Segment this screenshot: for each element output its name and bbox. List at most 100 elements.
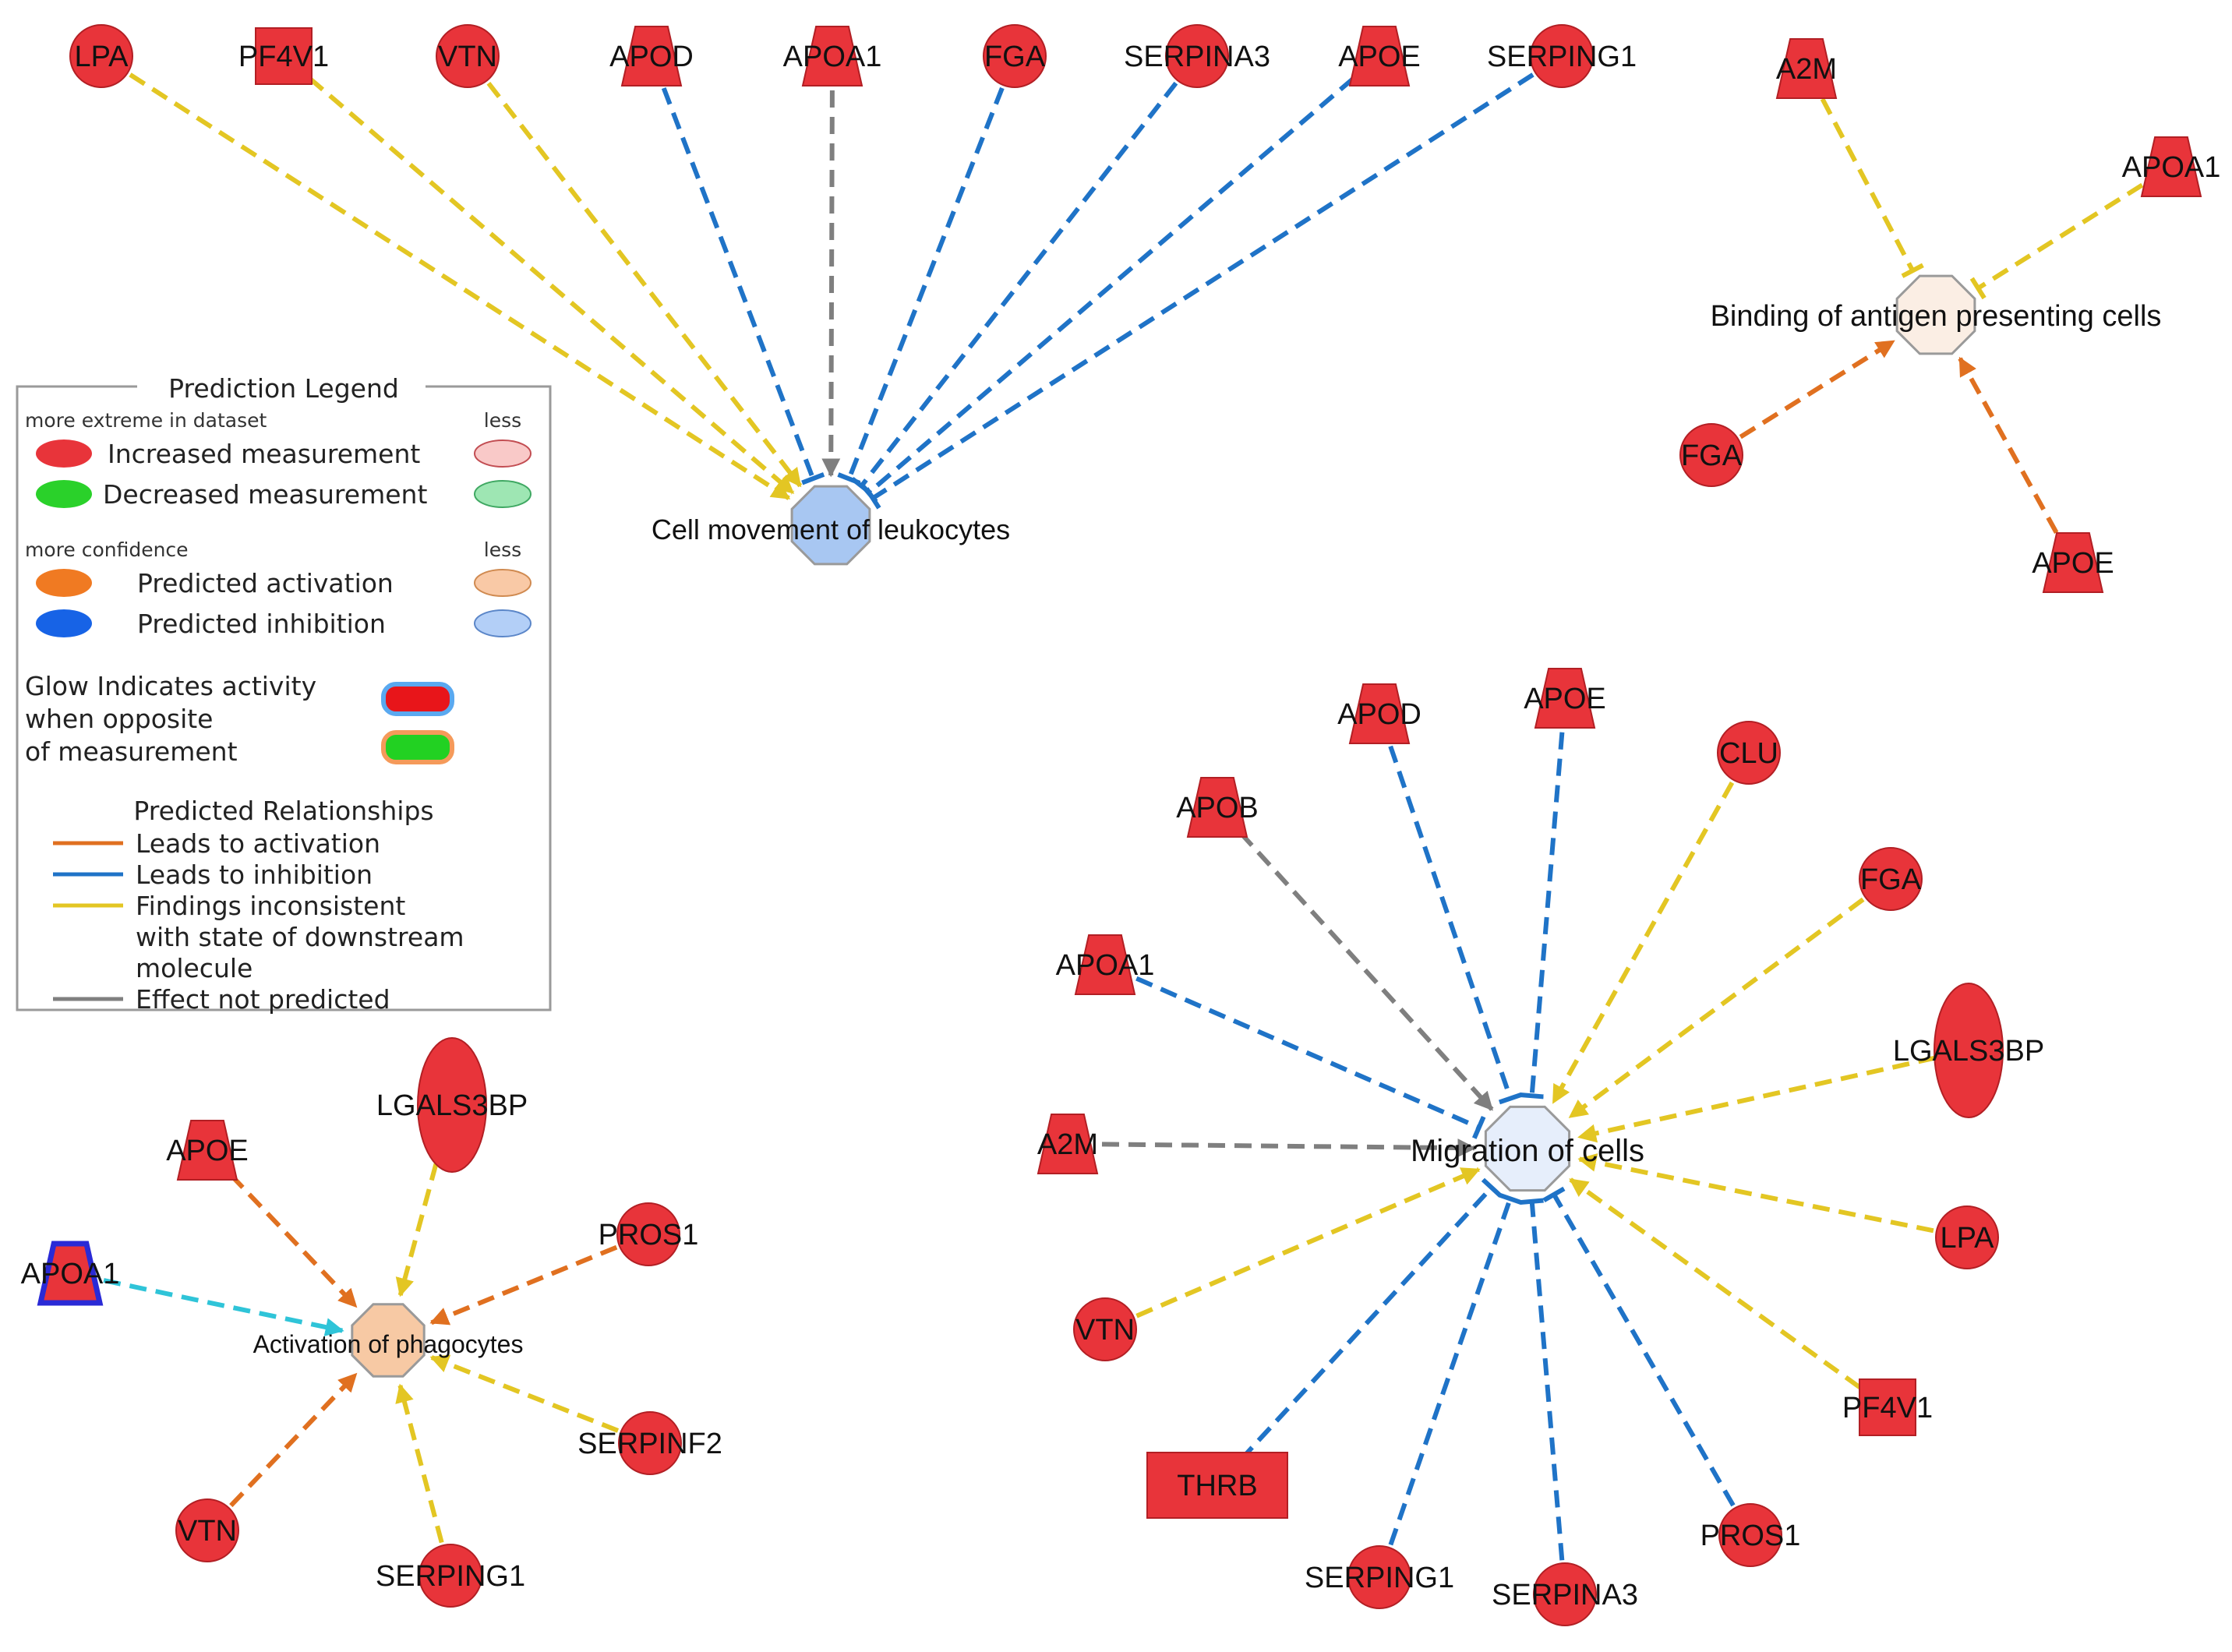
ellipse-node-shape[interactable] xyxy=(417,1037,487,1173)
edge-a2m-to-migration[interactable] xyxy=(1101,1138,1477,1158)
ellipse-node-shape[interactable] xyxy=(1934,983,2004,1118)
edge-apoe-to-cell-movement[interactable] xyxy=(859,76,1355,503)
node-apob-migration[interactable]: APOB xyxy=(1176,777,1259,838)
edge-apoa1-to-cell-movement[interactable] xyxy=(821,90,841,478)
trapezoid-node-shape[interactable] xyxy=(801,26,863,86)
edge-clu-to-migration[interactable] xyxy=(1551,781,1735,1104)
edge-apoa1-to-binding[interactable] xyxy=(1969,182,2144,300)
node-lgals3bp-phagocytes[interactable]: LGALS3BP xyxy=(376,1037,528,1173)
node-apoa1-phagocytes[interactable]: APOA1 xyxy=(21,1241,120,1306)
hub-phagocytes[interactable]: Activation of phagocytes xyxy=(253,1303,524,1378)
hub-octagon-cell-movement[interactable] xyxy=(790,485,871,566)
edge-apod-to-cell-movement[interactable] xyxy=(661,87,825,485)
circle-node-shape[interactable] xyxy=(69,24,133,88)
circle-node-shape[interactable] xyxy=(1679,423,1743,487)
edge-pf4v1-to-migration[interactable] xyxy=(1569,1177,1862,1389)
node-a2m-binding[interactable]: A2M xyxy=(1775,38,1838,99)
node-vtn-cell-movement[interactable]: VTN xyxy=(436,24,500,88)
trapezoid-node-shape[interactable] xyxy=(176,1120,238,1181)
edge-thrb-to-migration[interactable] xyxy=(1238,1177,1502,1462)
circle-node-shape[interactable] xyxy=(1165,24,1229,88)
circle-node-shape[interactable] xyxy=(618,1411,682,1475)
circle-node-shape[interactable] xyxy=(1530,24,1594,88)
node-a2m-migration[interactable]: A2M xyxy=(1037,1114,1099,1174)
hub-octagon-phagocytes[interactable] xyxy=(351,1303,426,1378)
circle-node-shape[interactable] xyxy=(1859,847,1923,911)
node-lgals3bp-migration[interactable]: LGALS3BP xyxy=(1893,983,2044,1118)
circle-node-shape[interactable] xyxy=(1717,721,1781,785)
node-pros1-phagocytes[interactable]: PROS1 xyxy=(599,1202,699,1266)
node-vtn-phagocytes[interactable]: VTN xyxy=(175,1498,239,1562)
trapezoid-node-shape[interactable] xyxy=(620,26,683,86)
edge-fga-to-cell-movement[interactable] xyxy=(837,86,1005,485)
trapezoid-node-shape[interactable] xyxy=(1074,934,1136,995)
circle-node-shape[interactable] xyxy=(616,1202,680,1266)
node-serping1-cell-movement[interactable]: SERPING1 xyxy=(1487,24,1637,88)
hub-octagon-binding[interactable] xyxy=(1895,274,1976,355)
hub-migration[interactable]: Migration of cells xyxy=(1411,1105,1644,1192)
circle-node-shape[interactable] xyxy=(983,24,1047,88)
edge-apob-to-migration[interactable] xyxy=(1238,831,1494,1111)
edge-lpa-to-migration[interactable] xyxy=(1577,1153,1934,1234)
hub-cell-movement[interactable]: Cell movement of leukocytes xyxy=(652,485,1010,566)
node-clu-migration[interactable]: CLU xyxy=(1717,721,1781,785)
node-thrb-migration[interactable]: THRB xyxy=(1146,1452,1288,1519)
edge-serping1-to-phagocytes[interactable] xyxy=(395,1383,444,1544)
edge-pf4v1-to-cell-movement[interactable] xyxy=(308,76,795,495)
circle-node-shape[interactable] xyxy=(418,1544,482,1608)
edge-lgals3bp-to-migration[interactable] xyxy=(1577,1055,1936,1143)
trapezoid-node-shape[interactable] xyxy=(1348,683,1411,744)
edge-serpinf2-to-phagocytes[interactable] xyxy=(429,1354,620,1433)
node-apod-cell-movement[interactable]: APOD xyxy=(609,26,694,86)
edge-apod-to-migration[interactable] xyxy=(1388,745,1523,1105)
trapezoid-node-shape[interactable] xyxy=(1037,1114,1099,1174)
trapezoid-node-shape[interactable] xyxy=(37,1241,104,1306)
edge-vtn-to-cell-movement[interactable] xyxy=(486,81,803,488)
square-node-shape[interactable] xyxy=(1859,1378,1916,1436)
node-serping1-migration[interactable]: SERPING1 xyxy=(1305,1545,1454,1609)
node-apoe-cell-movement[interactable]: APOE xyxy=(1338,26,1421,86)
edge-pros1-to-migration[interactable] xyxy=(1542,1186,1736,1507)
node-serping1-phagocytes[interactable]: SERPING1 xyxy=(376,1544,525,1608)
rectangle-node-shape[interactable] xyxy=(1146,1452,1288,1519)
circle-node-shape[interactable] xyxy=(436,24,500,88)
edge-fga-to-binding[interactable] xyxy=(1739,339,1895,439)
edge-lpa-to-cell-movement[interactable] xyxy=(129,72,791,500)
node-pf4v1-cell-movement[interactable]: PF4V1 xyxy=(238,27,329,85)
hub-octagon-migration[interactable] xyxy=(1484,1105,1571,1192)
node-apoe-migration[interactable]: APOE xyxy=(1524,668,1606,729)
circle-node-shape[interactable] xyxy=(175,1498,239,1562)
edge-apoe-to-binding[interactable] xyxy=(1958,356,2059,534)
trapezoid-node-shape[interactable] xyxy=(1534,668,1596,729)
edge-apoe-to-phagocytes[interactable] xyxy=(229,1173,358,1308)
edge-vtn-to-migration[interactable] xyxy=(1135,1167,1481,1318)
edge-serpina3-to-migration[interactable] xyxy=(1520,1198,1565,1561)
edge-serping1-to-cell-movement[interactable] xyxy=(864,72,1534,510)
edge-apoa1-to-phagocytes[interactable] xyxy=(103,1278,344,1336)
circle-node-shape[interactable] xyxy=(1347,1545,1411,1609)
hub-binding[interactable]: Binding of antigen presenting cells xyxy=(1711,274,2162,355)
node-vtn-migration[interactable]: VTN xyxy=(1073,1297,1137,1361)
node-fga-migration[interactable]: FGA xyxy=(1859,847,1923,911)
trapezoid-node-shape[interactable] xyxy=(1348,26,1411,86)
edge-serping1-to-migration[interactable] xyxy=(1388,1192,1522,1546)
circle-node-shape[interactable] xyxy=(1935,1205,1999,1269)
circle-node-shape[interactable] xyxy=(1718,1503,1782,1567)
square-node-shape[interactable] xyxy=(255,27,313,85)
node-pf4v1-migration[interactable]: PF4V1 xyxy=(1842,1378,1933,1436)
node-apoe-binding[interactable]: APOE xyxy=(2032,532,2114,593)
edge-a2m-to-binding[interactable] xyxy=(1820,97,1924,278)
trapezoid-node-shape[interactable] xyxy=(2042,532,2104,593)
edge-apoa1-to-migration[interactable] xyxy=(1135,976,1486,1139)
edge-serpina3-to-cell-movement[interactable] xyxy=(850,81,1178,496)
node-pros1-migration[interactable]: PROS1 xyxy=(1700,1503,1801,1567)
node-apoa1-binding[interactable]: APOA1 xyxy=(2122,136,2221,197)
edge-apoe-to-migration[interactable] xyxy=(1520,732,1565,1100)
edge-pros1-to-phagocytes[interactable] xyxy=(429,1244,618,1325)
node-apoa1-cell-movement[interactable]: APOA1 xyxy=(783,26,882,86)
node-apoa1-migration[interactable]: APOA1 xyxy=(1056,934,1155,995)
circle-node-shape[interactable] xyxy=(1073,1297,1137,1361)
node-lpa-cell-movement[interactable]: LPA xyxy=(69,24,133,88)
trapezoid-node-shape[interactable] xyxy=(1186,777,1248,838)
trapezoid-node-shape[interactable] xyxy=(2140,136,2202,197)
